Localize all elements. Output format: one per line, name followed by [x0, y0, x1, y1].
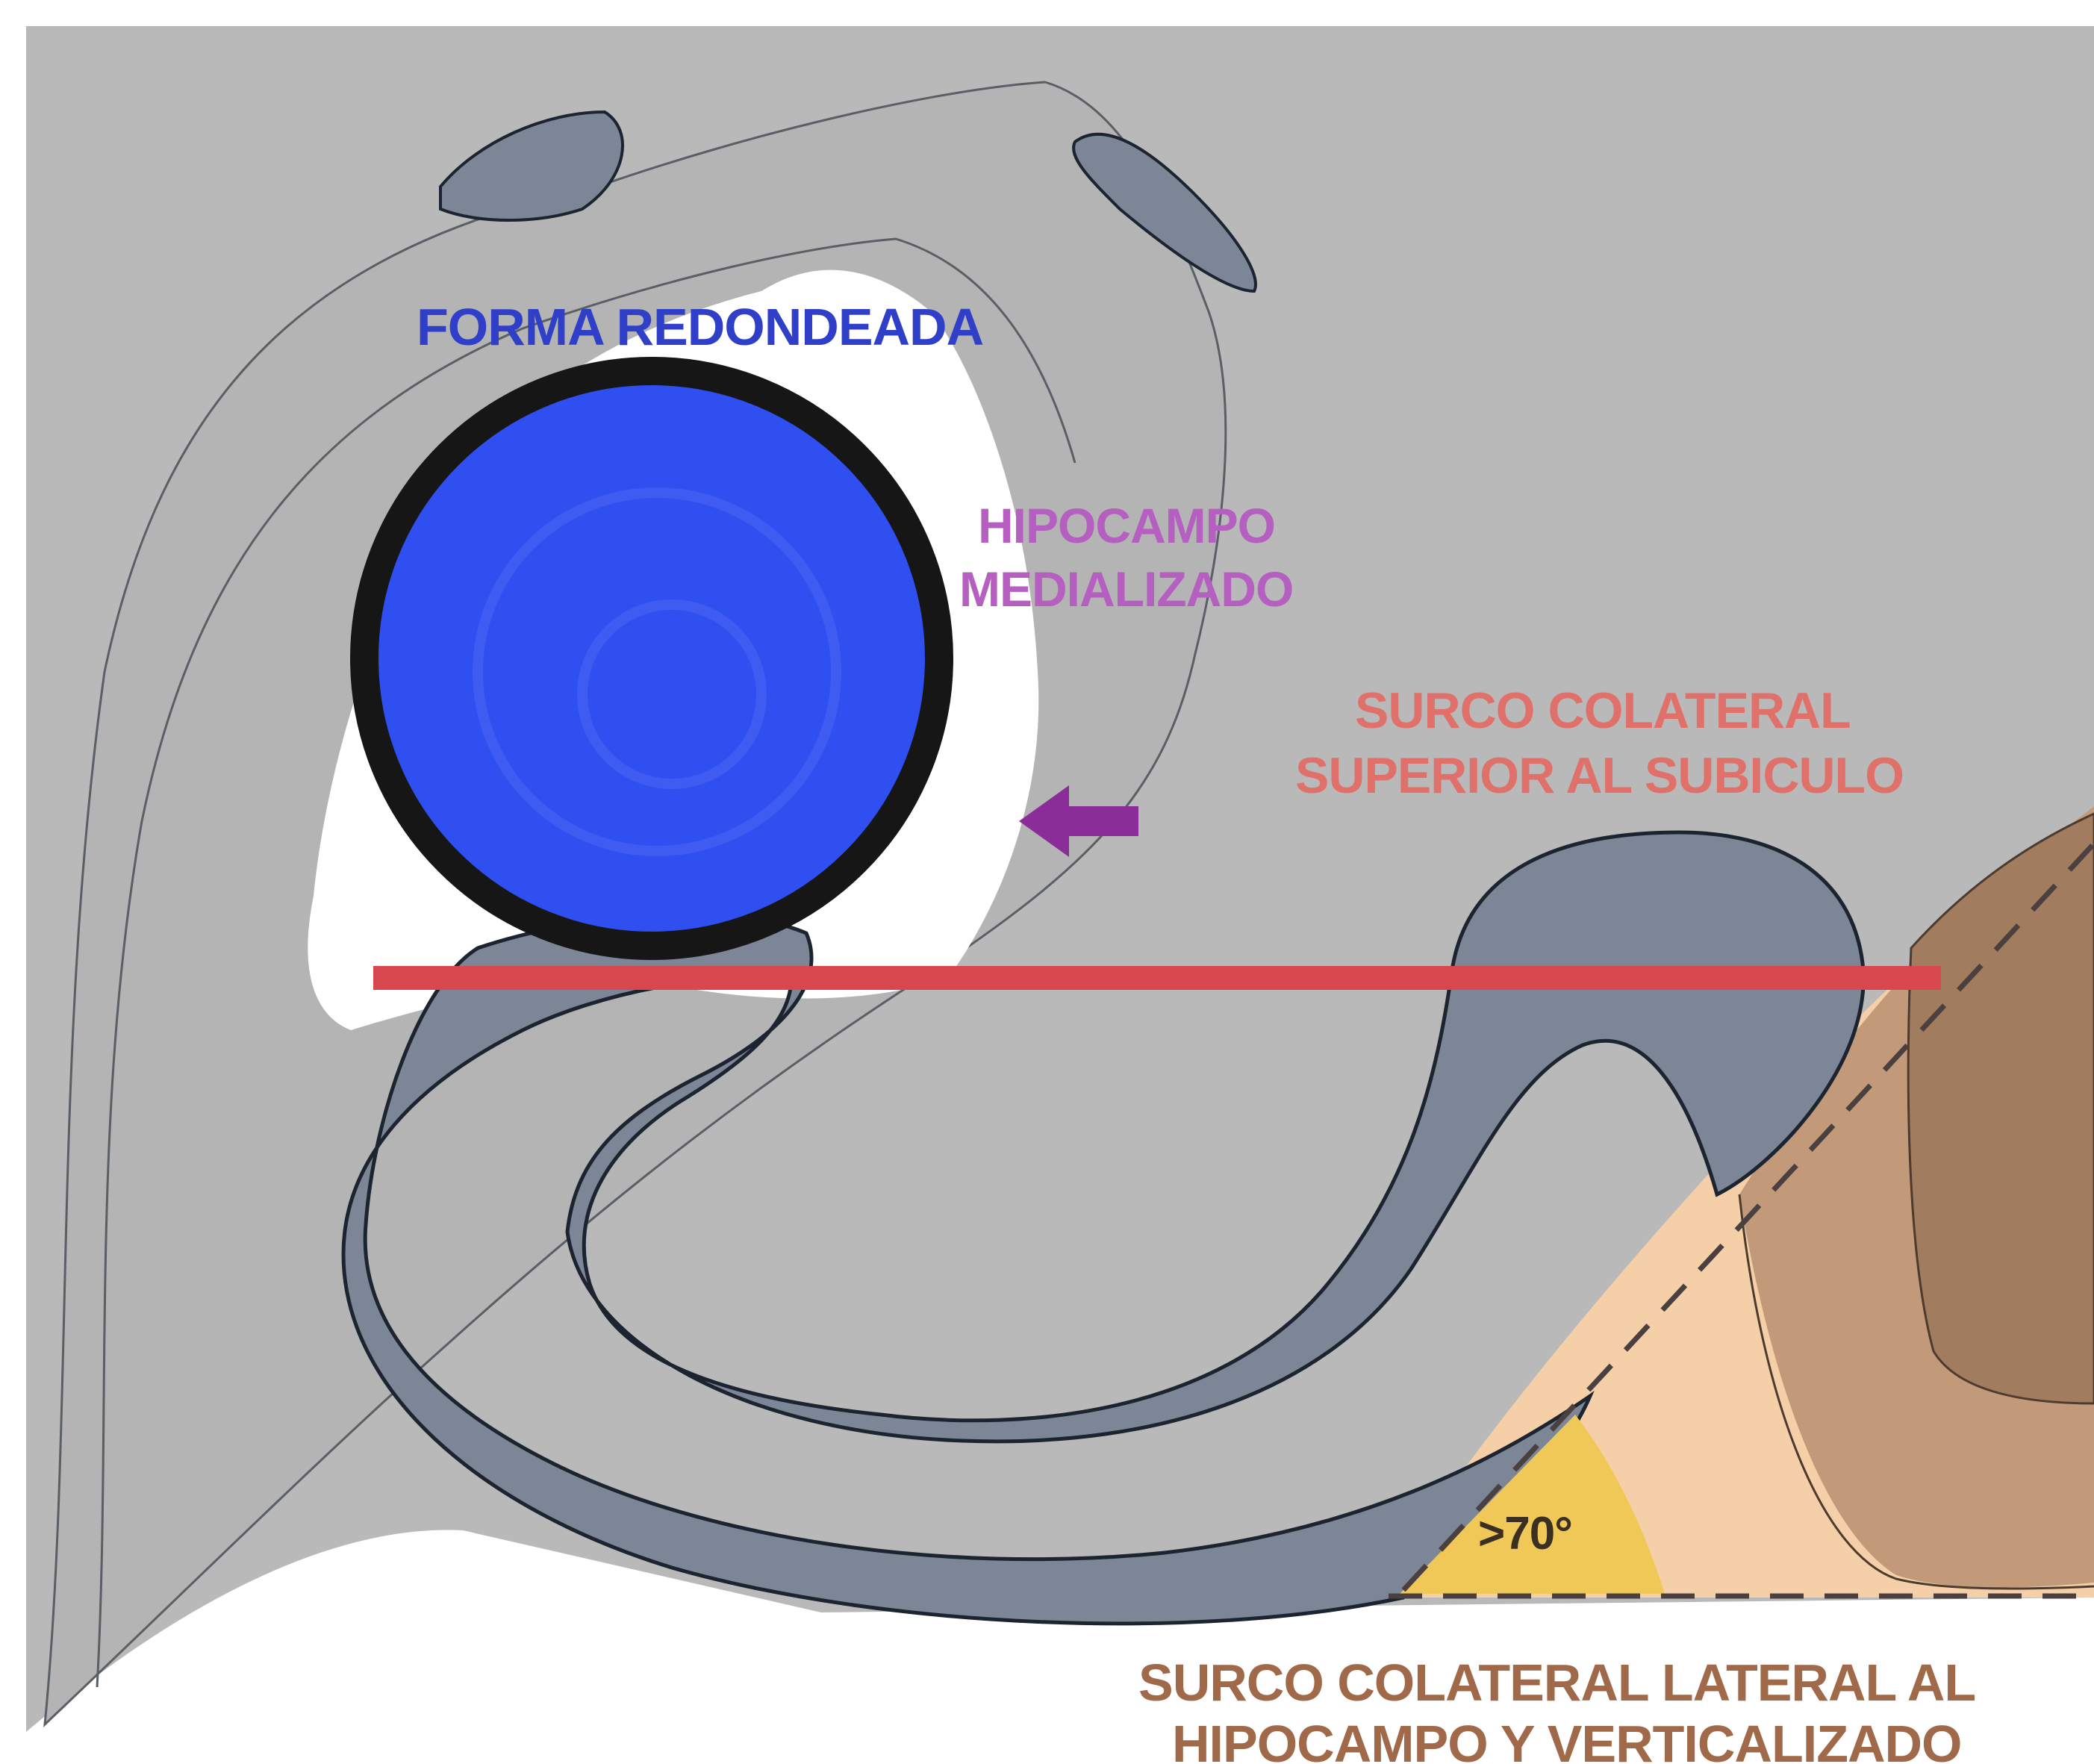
- hipocampo-label-line2: MEDIALIZADO: [959, 561, 1293, 617]
- surco-superior-label-line1: SURCO COLATERAL: [1355, 682, 1851, 739]
- hipocampo-label-line1: HIPOCAMPO: [978, 498, 1275, 553]
- surco-lateral-label-line2: HIPOCAMPO Y VERTICALIZADO: [1172, 1715, 1962, 1764]
- forma-redondeada-label: FORMA REDONDEADA: [417, 298, 983, 356]
- angle-label: >70°: [1478, 1508, 1572, 1559]
- surco-superior-label-line2: SUPERIOR AL SUBICULO: [1295, 747, 1904, 804]
- surco-lateral-label-line1: SURCO COLATERAL LATERAL AL: [1138, 1654, 1975, 1712]
- rounded-hippocampus-circle: [364, 371, 939, 946]
